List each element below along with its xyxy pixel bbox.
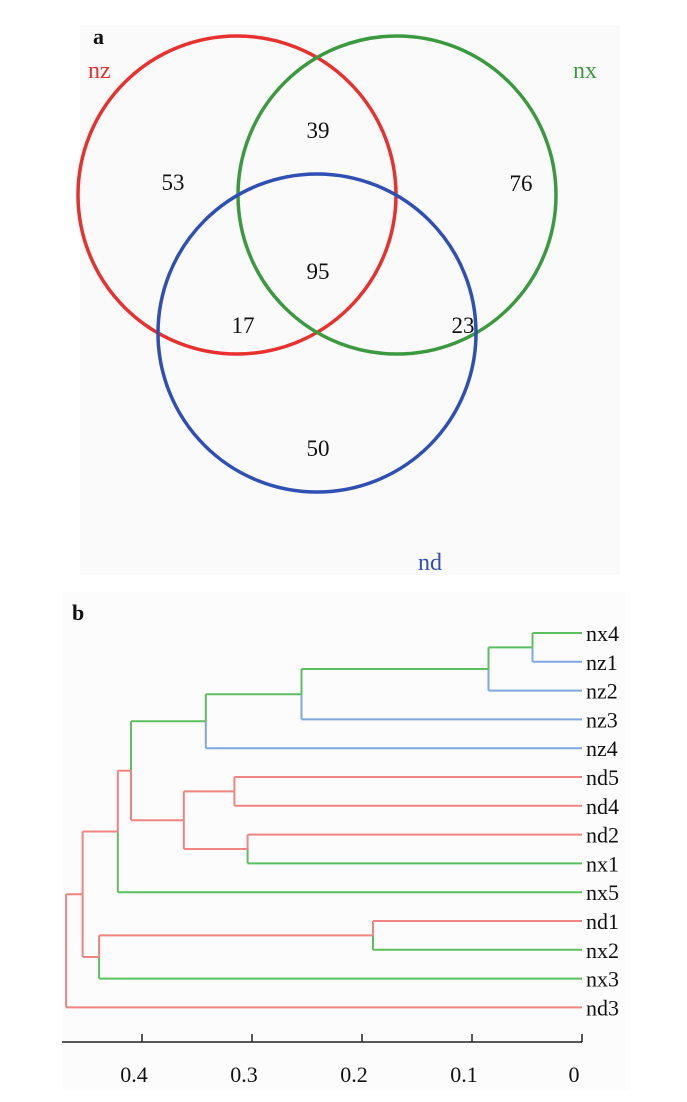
venn-value-nx-only: 76 [510, 171, 533, 196]
venn-value-nz-nd: 17 [232, 313, 255, 338]
venn-circle-nd [156, 172, 478, 494]
dendrogram-leaf-label: nx2 [586, 938, 619, 963]
dendrogram-leaf-label: nz4 [586, 736, 618, 761]
venn-panel-label: a [93, 24, 104, 49]
dendrogram-leaf-label: nz1 [586, 650, 618, 675]
dendrogram-leaf-label: nd2 [586, 823, 619, 848]
venn-value-nz-only: 53 [162, 170, 185, 195]
dendrogram-leaf-label: nz3 [586, 707, 618, 732]
venn-value-nz-nx: 39 [307, 118, 330, 143]
venn-value-nd-only: 50 [307, 436, 330, 461]
venn-set-label-nx: nx [573, 58, 597, 84]
dendrogram-leaf-label: nd4 [586, 794, 619, 819]
venn-panel-background [80, 25, 620, 575]
dendrogram-leaf-label: nd3 [586, 995, 619, 1020]
dendrogram-leaf-label: nx3 [586, 967, 619, 992]
dendrogram-x-axis: 0.4 0.3 0.2 0.1 0 [62, 1034, 583, 1087]
venn-value-all: 95 [307, 259, 330, 284]
dendrogram-leaf-label: nd5 [586, 765, 619, 790]
dendrogram: nx4 nz1 nz2 nz3 nz4 nd5 nd4 nd2 nx1 nx5 nd1 nx2 nx3 n… [65, 621, 619, 1020]
dendrogram-leaf-label: nx1 [586, 851, 619, 876]
x-axis-tick-label: 0.4 [120, 1062, 148, 1087]
dendrogram-leaf-label: nx4 [586, 621, 619, 646]
dendrogram-panel-background [62, 592, 630, 1090]
dendrogram-leaf-label: nd1 [586, 909, 619, 934]
dendrogram-panel-label: b [72, 600, 84, 625]
venn-value-nx-nd: 23 [452, 313, 475, 338]
dendrogram-leaf-label: nz2 [586, 679, 618, 704]
venn-set-label-nd: nd [418, 550, 442, 576]
dendrogram-leaf-label: nx5 [586, 880, 619, 905]
x-axis-tick-label: 0.2 [340, 1062, 368, 1087]
x-axis-tick-label: 0.1 [450, 1062, 478, 1087]
venn-set-label-nz: nz [88, 58, 111, 84]
x-axis-tick-label: 0.3 [230, 1062, 258, 1087]
x-axis-tick-label: 0 [569, 1062, 580, 1087]
